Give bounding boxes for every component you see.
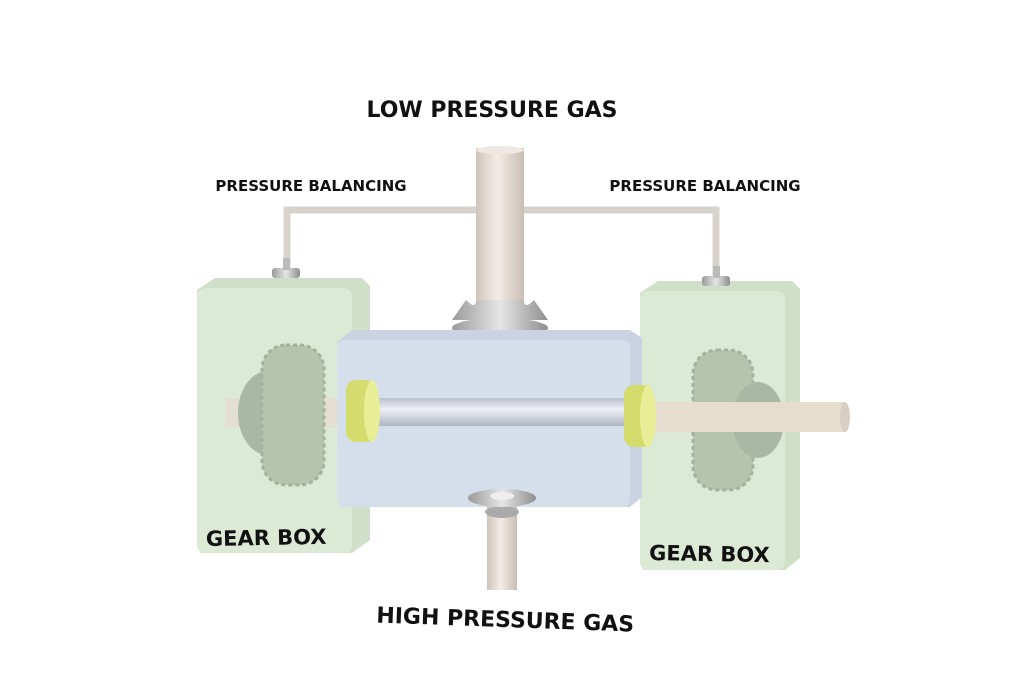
shaft xyxy=(352,398,642,426)
label-high-pressure-gas: HIGH PRESSURE GAS xyxy=(376,604,635,638)
seal-right xyxy=(624,385,656,447)
high-pressure-pipe xyxy=(487,505,517,590)
label-low-pressure-gas: LOW PRESSURE GAS xyxy=(366,98,617,123)
gear-left xyxy=(238,343,326,487)
label-gearbox-left: GEAR BOX xyxy=(206,525,327,551)
low-pressure-pipe xyxy=(476,148,524,310)
label-pressure-balancing-right: PRESSURE BALANCING xyxy=(609,177,800,195)
label-pressure-balancing-left: PRESSURE BALANCING xyxy=(215,177,406,195)
balancing-tube-right xyxy=(522,206,720,278)
top-flange xyxy=(452,300,548,320)
label-gearbox-right: GEAR BOX xyxy=(649,541,770,567)
seal-left xyxy=(346,380,380,442)
balancing-tube-left xyxy=(283,206,478,270)
